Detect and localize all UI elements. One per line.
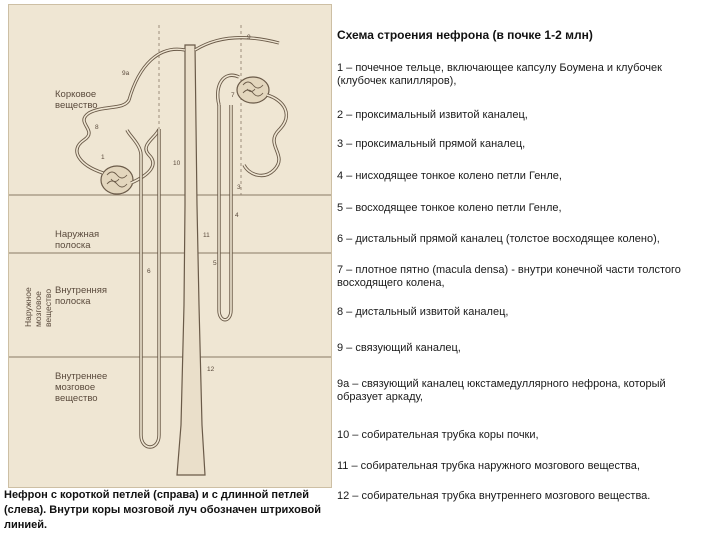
label-6: 6 [147, 268, 151, 275]
legend-title: Схема строения нефрона (в почке 1-2 млн) [337, 28, 593, 42]
outer-stripe-label: Наружная полоска [55, 229, 100, 251]
legend-item-9: 9 – связующий каналец, [337, 342, 461, 354]
legend-item-9a: 9а – связующий каналец юкстамедуллярного… [337, 378, 666, 403]
label-1: 1 [101, 154, 105, 161]
label-9: 9 [247, 34, 251, 41]
legend-item-6: 6 – дистальный прямой каналец (толстое в… [337, 233, 660, 245]
legend-item-10: 10 – собирательная трубка коры почки, [337, 429, 539, 441]
right-glomerulus [236, 76, 270, 104]
legend-item-2: 2 – проксимальный извитой каналец, [337, 109, 528, 121]
legend-item-3: 3 – проксимальный прямой каналец, [337, 138, 526, 150]
outer-medulla-label: Наружное мозговое вещество [23, 287, 53, 327]
inner-stripe-label: Внутренняя полоска [55, 285, 108, 307]
label-4: 4 [235, 212, 239, 219]
cortex-label: Корковое вещество [55, 89, 98, 111]
label-7: 7 [231, 92, 235, 99]
label-8: 8 [95, 124, 99, 131]
legend-item-7: 7 – плотное пятно (macula densa) - внутр… [337, 264, 681, 289]
nephron-diagram: 9 9а 8 1 10 11 3 4 5 6 7 12 [9, 25, 331, 476]
label-12: 12 [207, 366, 215, 373]
collecting-duct [176, 44, 206, 476]
legend-item-1: 1 – почечное тельце, включающее капсулу … [337, 62, 662, 87]
legend-item-11: 11 – собирательная трубка наружного мозг… [337, 460, 640, 472]
right-proximal-convoluted-tubule [242, 93, 288, 178]
left-glomerulus [100, 165, 134, 195]
label-9a: 9а [122, 70, 130, 77]
legend-item-8: 8 – дистальный извитой каналец, [337, 306, 509, 318]
nephron-figure: 9 9а 8 1 10 11 3 4 5 6 7 12 Корковое вещ… [8, 4, 332, 488]
legend-item-12: 12 – собирательная трубка внутреннего мо… [337, 490, 651, 502]
legend-item-4: 4 – нисходящее тонкое колено петли Генле… [337, 170, 562, 182]
label-3: 3 [237, 184, 241, 191]
right-loop-of-henle [217, 105, 233, 322]
label-11: 11 [203, 232, 210, 239]
legend-item-5: 5 – восходящее тонкое колено петли Генле… [337, 202, 562, 214]
label-10: 10 [173, 160, 181, 167]
label-5: 5 [213, 260, 217, 267]
figure-caption: Нефрон с короткой петлей (справа) и с дл… [4, 489, 321, 531]
connecting-tubule-left [127, 47, 186, 101]
right-distal-convoluted-tubule [216, 73, 240, 106]
inner-medulla-label: Внутреннее мозговое вещество [55, 371, 108, 404]
